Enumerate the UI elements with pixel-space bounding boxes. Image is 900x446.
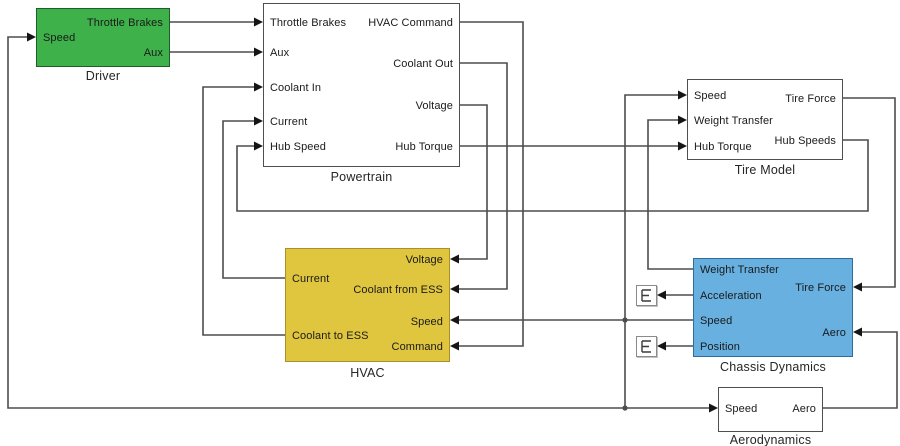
block-label-driver[interactable]: Driver — [85, 69, 121, 83]
port-aero-aero: Aero — [792, 403, 816, 415]
port-driver-throttle-brakes: Throttle Brakes — [86, 17, 163, 29]
scope-display-icon — [641, 289, 651, 302]
port-powertrain-hvac-command: HVAC Command — [368, 17, 453, 29]
arrowhead — [657, 290, 666, 300]
port-hvac-current: Current — [292, 273, 330, 285]
scope-block-acceleration[interactable] — [636, 285, 657, 306]
block-powertrain[interactable]: Throttle Brakes Aux Coolant In Current H… — [263, 3, 460, 167]
port-tire-speed: Speed — [694, 90, 727, 102]
port-hvac-voltage: Voltage — [405, 254, 443, 266]
block-hvac[interactable]: Current Coolant to ESS Voltage Coolant f… — [285, 248, 450, 362]
port-hvac-coolant-from-ess: Coolant from ESS — [353, 284, 443, 296]
arrowhead — [254, 141, 263, 151]
port-driver-speed: Speed — [43, 32, 76, 44]
arrowhead — [450, 254, 459, 264]
port-chassis-weight-transfer: Weight Transfer — [700, 264, 779, 276]
arrowhead — [853, 282, 862, 292]
block-label-chassis-dynamics[interactable]: Chassis Dynamics — [719, 360, 826, 374]
arrowhead — [254, 17, 263, 27]
arrowhead — [709, 403, 718, 413]
arrowhead — [678, 141, 687, 151]
port-tire-hub-speeds: Hub Speeds — [774, 135, 836, 147]
block-tire-model[interactable]: Speed Weight Transfer Hub Torque Tire Fo… — [687, 79, 843, 160]
scope-display-icon — [641, 340, 651, 353]
arrowhead — [853, 327, 862, 337]
port-chassis-speed: Speed — [700, 315, 733, 327]
port-tire-tire-force: Tire Force — [785, 93, 836, 105]
block-label-tire-model[interactable]: Tire Model — [734, 163, 796, 177]
block-label-aerodynamics[interactable]: Aerodynamics — [729, 433, 812, 446]
arrowhead — [678, 90, 687, 100]
port-chassis-tire-force: Tire Force — [795, 282, 846, 294]
port-powertrain-coolant-in: Coolant In — [270, 82, 322, 94]
port-tire-weight-transfer: Weight Transfer — [694, 115, 773, 127]
block-aerodynamics[interactable]: Speed Aero — [718, 387, 823, 432]
port-chassis-acceleration: Acceleration — [700, 290, 762, 302]
wire-hvac-command[interactable] — [459, 21, 524, 347]
arrowhead — [657, 341, 666, 351]
arrowhead — [678, 115, 687, 125]
arrowhead — [450, 284, 459, 294]
wire-junction-dot — [622, 317, 628, 323]
arrowhead — [27, 32, 36, 42]
scope-block-position[interactable] — [636, 336, 657, 357]
port-powertrain-throttle-brakes: Throttle Brakes — [270, 17, 347, 29]
port-powertrain-hub-torque: Hub Torque — [395, 141, 453, 153]
port-hvac-coolant-to-ess: Coolant to ESS — [292, 330, 369, 342]
arrowhead — [254, 116, 263, 126]
port-hvac-speed: Speed — [410, 316, 443, 328]
port-tire-hub-torque: Hub Torque — [694, 141, 752, 153]
arrowhead — [450, 315, 459, 325]
wire-voltage[interactable] — [459, 104, 488, 260]
port-powertrain-current: Current — [270, 116, 308, 128]
block-driver[interactable]: Speed Throttle Brakes Aux — [36, 8, 170, 67]
wire-junction-dot — [622, 405, 628, 411]
block-label-powertrain[interactable]: Powertrain — [330, 170, 393, 184]
port-aero-speed: Speed — [725, 403, 758, 415]
block-chassis-dynamics[interactable]: Weight Transfer Acceleration Speed Posit… — [693, 258, 853, 357]
port-powertrain-voltage: Voltage — [415, 100, 453, 112]
port-hvac-command: Command — [391, 341, 443, 353]
arrowhead — [254, 82, 263, 92]
port-chassis-position: Position — [700, 341, 740, 353]
arrowhead — [450, 341, 459, 351]
port-powertrain-coolant-out: Coolant Out — [393, 58, 453, 70]
wire-coolant-out[interactable] — [459, 62, 508, 290]
port-chassis-aero: Aero — [822, 327, 846, 339]
port-driver-aux: Aux — [143, 47, 163, 59]
block-label-hvac[interactable]: HVAC — [350, 366, 385, 380]
port-powertrain-aux: Aux — [270, 47, 290, 59]
port-powertrain-hub-speed: Hub Speed — [270, 141, 326, 153]
arrowhead — [254, 47, 263, 57]
